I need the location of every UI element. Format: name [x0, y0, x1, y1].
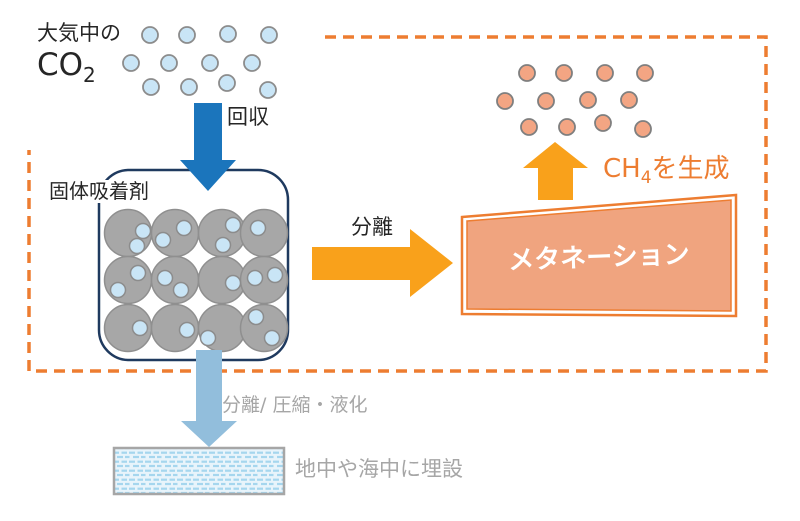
- separation-arrow: [312, 229, 453, 297]
- ch4-molecules: [496, 64, 654, 138]
- storage-reservoir: [112, 446, 286, 496]
- adsorbed-co2-dots: [109, 216, 284, 347]
- burial-label: 地中や海中に埋設: [295, 457, 463, 481]
- ch4-formula-subscript: 4: [640, 168, 652, 189]
- co2-molecules: [122, 25, 278, 99]
- ch4-arrow: [523, 142, 588, 200]
- atmosphere-label: 大気中の: [37, 21, 121, 45]
- ch4-formula-prefix: CH: [603, 154, 641, 184]
- process-boundary-dashed: [27, 35, 768, 373]
- capture-arrow: [180, 103, 236, 191]
- methanation-box: [460, 193, 738, 318]
- ch4-label-suffix: を生成: [651, 154, 730, 184]
- storage-arrow: [181, 350, 237, 447]
- adsorbent-label: 固体吸着剤: [46, 180, 152, 203]
- compression-label: 分離/ 圧縮・液化: [222, 394, 368, 416]
- co2-formula-prefix: CO: [37, 47, 84, 83]
- separation-arrow-label: 分離: [351, 215, 393, 239]
- co2-formula-subscript: 2: [83, 63, 96, 88]
- co2-formula: CO2: [37, 47, 96, 88]
- ch4-label: CH4を生成: [603, 154, 730, 189]
- capture-arrow-label: 回収: [227, 105, 269, 129]
